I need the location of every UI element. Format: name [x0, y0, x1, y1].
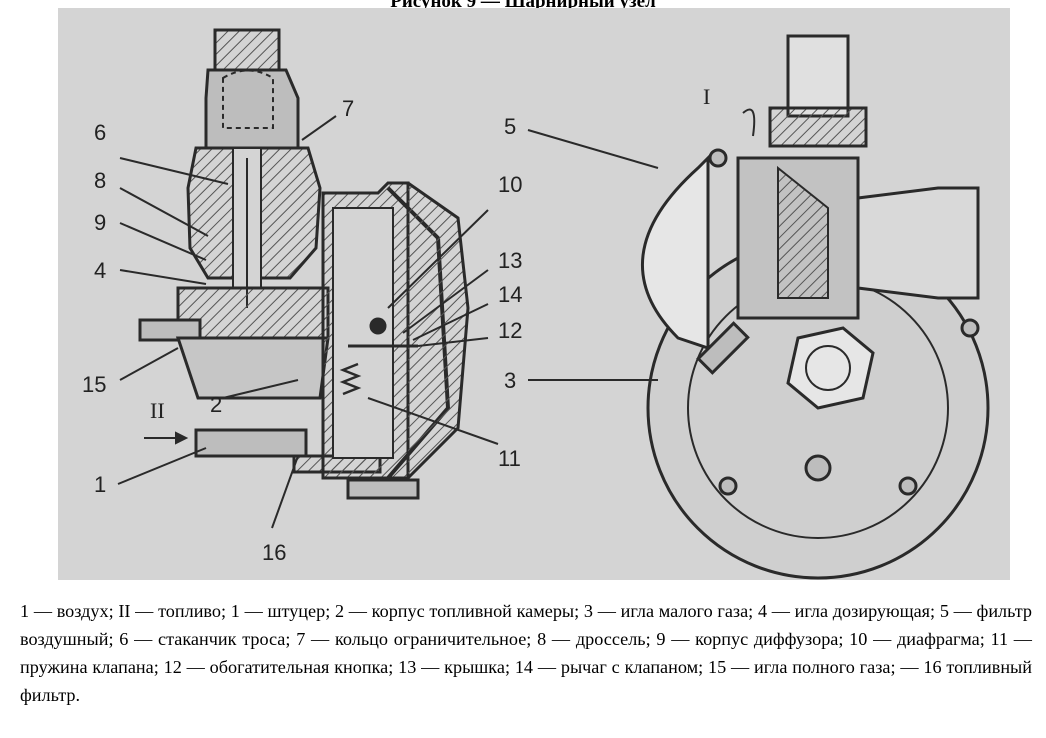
- side-tube: [856, 186, 980, 300]
- label-14: 14: [498, 282, 522, 307]
- leader-lines-right: [527, 108, 756, 381]
- label-roman-II: II: [150, 398, 165, 423]
- section-view: [138, 28, 470, 500]
- air-flow-arrow: [144, 431, 189, 445]
- leader-lines-left: [117, 115, 499, 529]
- label-6: 6: [94, 120, 106, 145]
- label-2: 2: [210, 392, 222, 417]
- figure-caption: 1 — воздух; II — топливо; 1 — штуцер; 2 …: [20, 601, 1032, 705]
- label-12: 12: [498, 318, 522, 343]
- label-1: 1: [94, 472, 106, 497]
- cable-cup-housing: [204, 68, 300, 150]
- top-nozzle: [786, 34, 850, 118]
- label-9: 9: [94, 210, 106, 235]
- hex-nut: [786, 326, 875, 410]
- label-7: 7: [342, 96, 354, 121]
- technical-drawing: 6 8 9 4 15 2 1 16 7 10 13 14 12 11 5 3 I…: [58, 8, 1010, 580]
- valve-spring: [339, 362, 362, 396]
- part-labels: 6 8 9 4 15 2 1 16 7 10 13 14 12 11 5 3 I…: [82, 84, 710, 565]
- label-13: 13: [498, 248, 522, 273]
- label-15: 15: [82, 372, 106, 397]
- air-filter: [641, 154, 710, 351]
- label-3: 3: [504, 368, 516, 393]
- top-cap: [213, 28, 281, 72]
- label-11: 11: [498, 446, 521, 471]
- knurled-ring: [768, 106, 868, 148]
- full-gas-needle: [138, 318, 202, 342]
- external-view: [641, 34, 990, 580]
- label-5: 5: [504, 114, 516, 139]
- label-8: 8: [94, 168, 106, 193]
- carburetor-drawing: 6 8 9 4 15 2 1 16 7 10 13 14 12 11 5 3 I…: [82, 28, 990, 580]
- fitting: [194, 428, 308, 458]
- label-10: 10: [498, 172, 522, 197]
- label-4: 4: [94, 258, 106, 283]
- fuel-chamber-body: [175, 336, 330, 400]
- label-16: 16: [262, 540, 286, 565]
- idle-needle: [696, 321, 750, 375]
- label-roman-I: I: [703, 84, 710, 109]
- cover: [406, 181, 470, 480]
